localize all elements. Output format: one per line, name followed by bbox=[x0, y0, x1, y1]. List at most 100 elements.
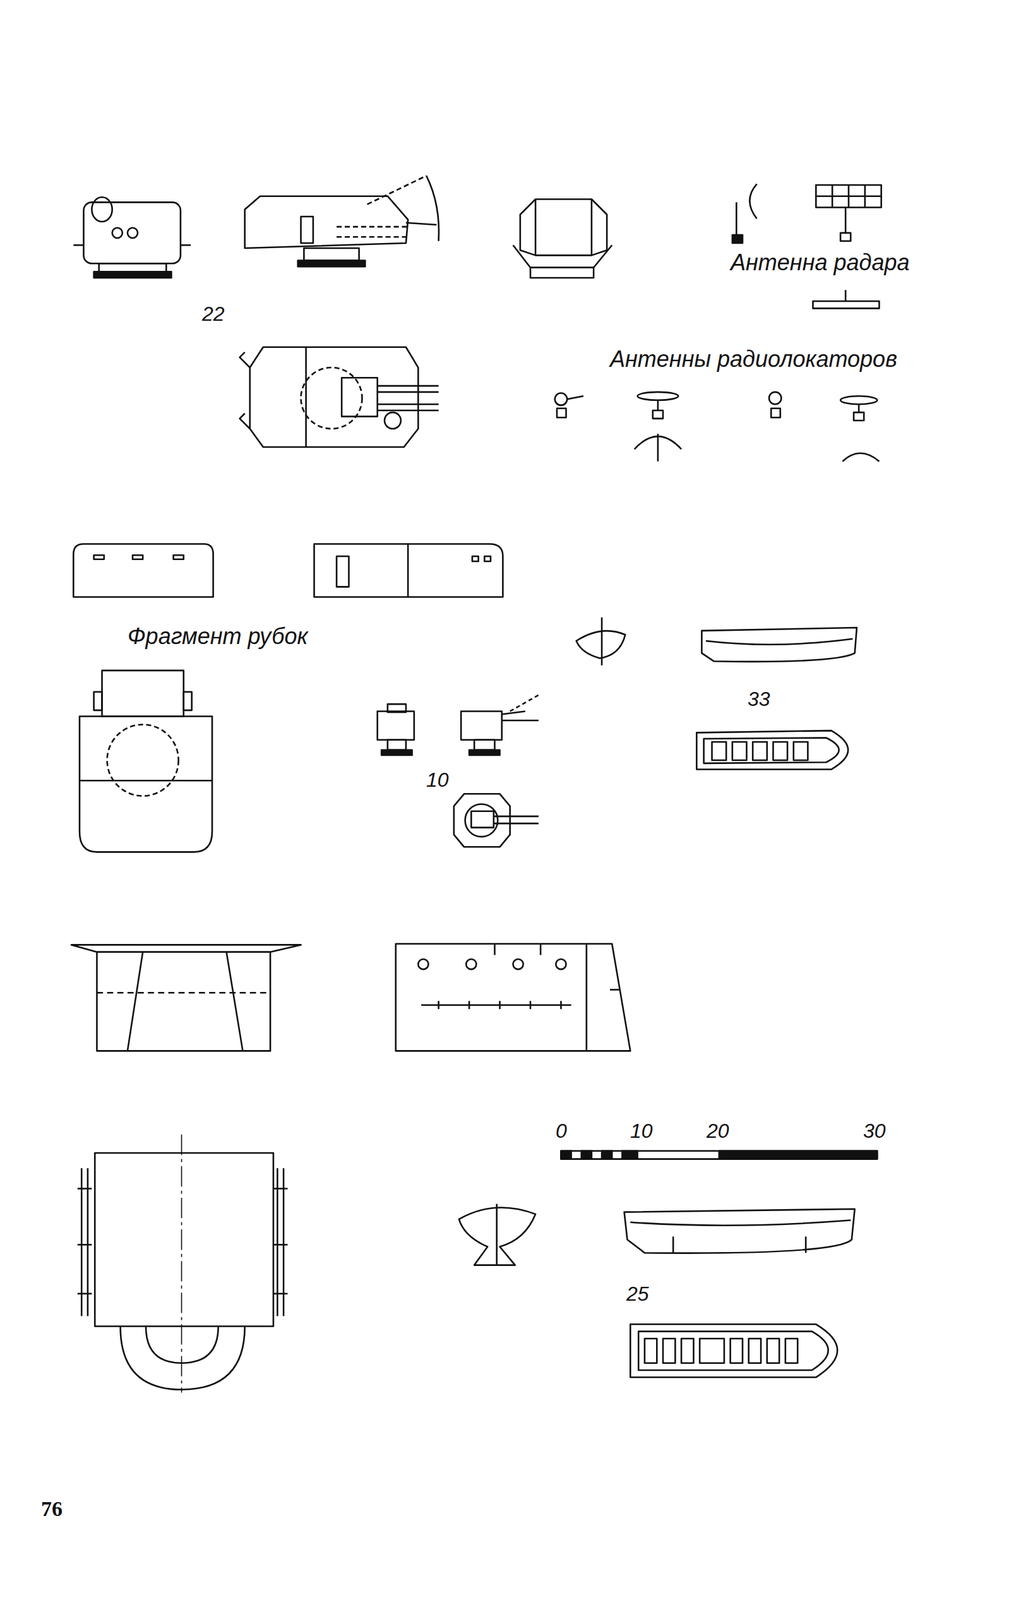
deckhouse-views-stroke bbox=[465, 959, 477, 970]
deckhouse-views-stroke bbox=[513, 959, 524, 970]
superstructure bbox=[79, 670, 213, 853]
deckhouse-fragments-stroke bbox=[407, 544, 410, 598]
boat-33-stroke bbox=[793, 741, 809, 761]
deckhouse-views-stroke bbox=[560, 1000, 562, 1010]
deckhouse-plan-stroke bbox=[273, 1187, 288, 1190]
turret-10-stroke bbox=[471, 811, 494, 828]
boat-25-stroke bbox=[681, 1338, 694, 1364]
bow-detail-large-stroke bbox=[495, 1204, 498, 1266]
scale-bar-stroke bbox=[601, 1151, 612, 1160]
turret-10-stroke bbox=[381, 750, 412, 756]
turret-22-side-stroke bbox=[336, 226, 408, 228]
deckhouse-views-stroke bbox=[468, 1000, 471, 1010]
radar-antenna-stroke bbox=[749, 183, 757, 219]
turret-22-top-stroke bbox=[377, 409, 439, 412]
scale-bar-stroke bbox=[581, 1151, 592, 1160]
deckhouse-views-stroke bbox=[71, 944, 301, 952]
deckhouse-fragments-stroke bbox=[484, 556, 491, 562]
boat-33-stroke bbox=[752, 741, 768, 761]
turret-22-front-stroke bbox=[127, 227, 138, 239]
deckhouse-plan-stroke bbox=[181, 1134, 183, 1393]
scale-bar-stroke bbox=[621, 1151, 638, 1160]
radiolocator-antennas-stroke bbox=[853, 412, 864, 421]
turret-22-front-stroke bbox=[94, 271, 172, 278]
bow-detail-stroke bbox=[576, 630, 626, 658]
deckhouse-plan-stroke bbox=[77, 1293, 93, 1296]
superstructure-stroke bbox=[94, 692, 103, 711]
radar-antenna-stroke bbox=[735, 202, 738, 235]
deckhouse-views-stroke bbox=[226, 952, 244, 1052]
radiolocator-antennas-stroke bbox=[769, 392, 782, 405]
deckhouse-views bbox=[71, 943, 631, 1052]
callout-number: 25 bbox=[626, 1283, 650, 1306]
boat-25-stroke bbox=[630, 1220, 851, 1226]
deckhouse-views-stroke bbox=[96, 952, 271, 1052]
turret-22-rear-stroke bbox=[513, 244, 613, 268]
deckhouse-fragments-stroke bbox=[132, 555, 143, 559]
boat-25-stroke bbox=[624, 1209, 855, 1254]
radiolocator-antennas-stroke bbox=[567, 395, 584, 400]
radiolocator-antennas-stroke bbox=[556, 408, 567, 418]
turret-10-stroke bbox=[377, 710, 415, 740]
superstructure-stroke bbox=[79, 779, 213, 782]
radar-antenna-stroke bbox=[844, 289, 847, 302]
callout-number: 22 bbox=[202, 303, 225, 326]
radiolocator-antennas-stroke bbox=[657, 433, 660, 462]
radar-antenna-stroke bbox=[732, 234, 743, 244]
boat-33-stroke bbox=[705, 638, 854, 645]
turret-22-side-stroke bbox=[298, 260, 366, 267]
deckhouse-plan-stroke bbox=[77, 1243, 93, 1246]
turret-22-side-stroke bbox=[303, 248, 359, 261]
scale-bar-stroke bbox=[560, 1151, 878, 1160]
turret-10-stroke bbox=[501, 719, 539, 722]
superstructure-stroke bbox=[79, 716, 213, 853]
bow-detail-large bbox=[459, 1204, 536, 1266]
radiolocator-antennas-stroke bbox=[652, 410, 663, 419]
scale-number: 30 bbox=[863, 1120, 886, 1143]
turret-22-rear-stroke bbox=[534, 199, 537, 256]
turret-22-top-stroke bbox=[377, 385, 439, 388]
part-name: Антенны радиолокаторов bbox=[609, 346, 898, 372]
boat-25-stroke bbox=[630, 1324, 838, 1378]
boat-25-stroke bbox=[730, 1338, 743, 1364]
deckhouse-views-stroke bbox=[96, 991, 271, 994]
deckhouse-views-stroke bbox=[417, 959, 429, 970]
turret-22-top-stroke bbox=[341, 377, 378, 417]
boat-25-stroke bbox=[805, 1236, 807, 1253]
turret-22-top-stroke bbox=[250, 347, 419, 448]
deckhouse-views-stroke bbox=[539, 943, 542, 956]
radiolocator-antennas bbox=[555, 392, 880, 462]
boat-33 bbox=[696, 627, 857, 770]
scale-number: 10 bbox=[630, 1120, 653, 1143]
turret-22-rear-stroke bbox=[591, 199, 593, 256]
boat-25 bbox=[624, 1209, 855, 1378]
turret-22-top-stroke bbox=[301, 367, 363, 429]
callout-number: 33 bbox=[747, 688, 771, 711]
deckhouse-fragments-stroke bbox=[314, 544, 504, 598]
turret-22-side-stroke bbox=[336, 236, 408, 239]
turret-22-top-stroke bbox=[384, 412, 401, 429]
scale-bar-stroke bbox=[719, 1151, 878, 1160]
turret-22-side-stroke bbox=[426, 175, 439, 241]
turret-22-top-stroke bbox=[377, 391, 439, 394]
turret-22-front-stroke bbox=[99, 263, 167, 272]
turret-22-rear-stroke bbox=[530, 267, 594, 278]
radiolocator-antennas-stroke bbox=[858, 404, 860, 413]
turret-22-front-stroke bbox=[180, 244, 191, 247]
radar-antenna-stroke bbox=[812, 301, 879, 309]
turret-22-rear bbox=[513, 199, 613, 278]
radar-antenna-stroke bbox=[815, 185, 881, 208]
turret-10-stroke bbox=[387, 704, 407, 713]
turret-10-stroke bbox=[501, 710, 526, 715]
deckhouse-views-stroke bbox=[529, 1000, 532, 1010]
radiolocator-antennas-stroke bbox=[555, 392, 568, 405]
turret-10-stroke bbox=[460, 710, 502, 740]
scale-number: 0 bbox=[555, 1120, 568, 1143]
page-number: 76 bbox=[41, 1497, 63, 1521]
deckhouse-fragments-stroke bbox=[73, 544, 213, 598]
boat-25-stroke bbox=[662, 1338, 675, 1364]
turret-22-front-stroke bbox=[73, 244, 84, 247]
superstructure-stroke bbox=[102, 670, 184, 717]
callout-number: 10 bbox=[426, 769, 449, 792]
